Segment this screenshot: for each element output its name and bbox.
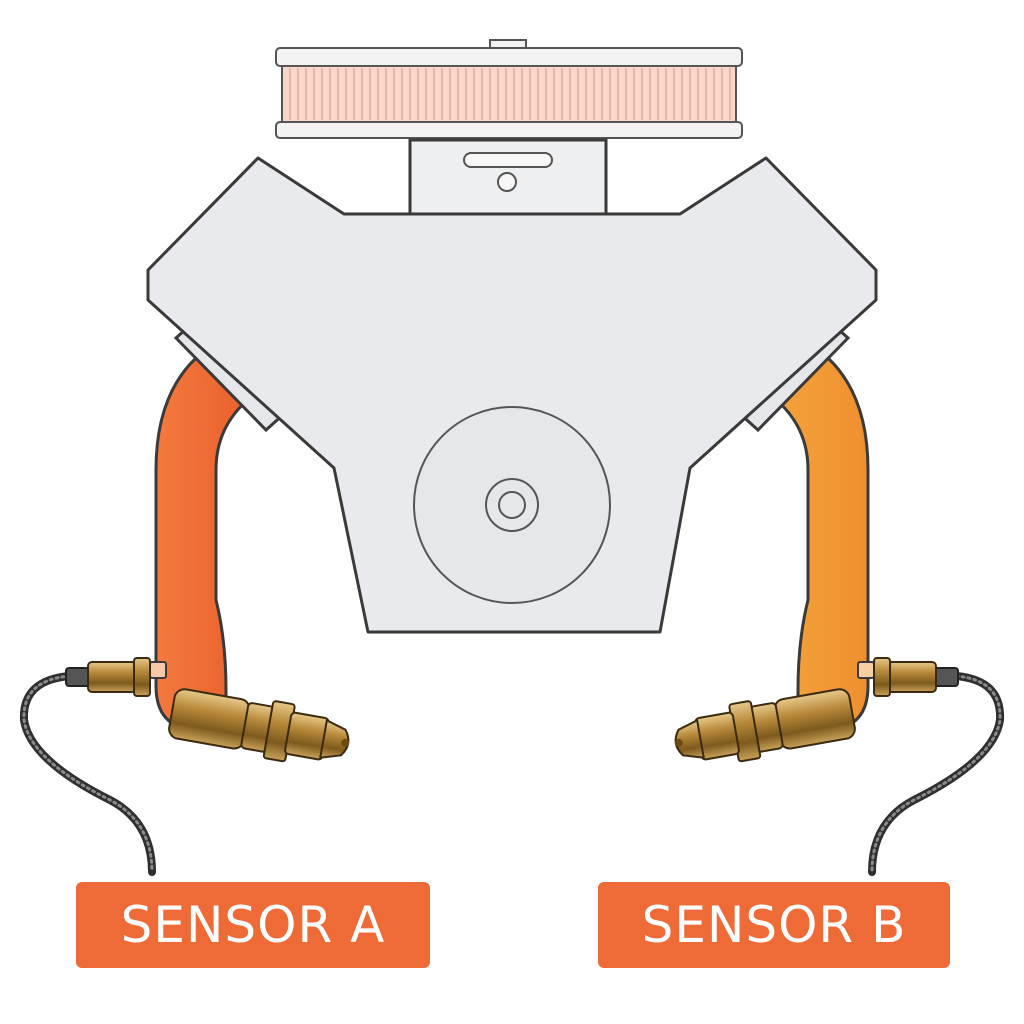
exhaust-pipe-left — [154, 356, 253, 732]
pipe-bung-left — [149, 661, 167, 679]
pipe-bung-right — [857, 661, 875, 679]
sensor-b-label: SENSOR B — [598, 882, 950, 968]
air-filter-icon — [275, 39, 743, 139]
cable-connector-right — [873, 657, 959, 697]
sensor-a-label: SENSOR A — [76, 882, 430, 968]
oxygen-sensor-icon — [168, 688, 350, 763]
oxygen-sensor-icon — [674, 688, 856, 763]
sensor-cable-right — [868, 672, 1005, 876]
exhaust-pipe-right — [771, 356, 870, 732]
pulley-icon — [413, 406, 611, 604]
cable-connector-left — [65, 657, 151, 697]
sensor-cable-left — [19, 672, 156, 876]
engine-block-icon — [146, 138, 878, 634]
